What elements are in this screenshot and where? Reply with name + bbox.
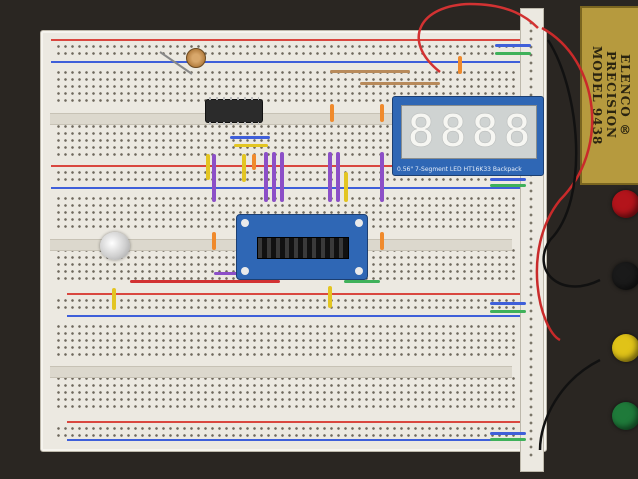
- jumper-yellow-1: [234, 144, 268, 147]
- jumper-blue-3: [490, 178, 526, 181]
- jumper-orange-6: [458, 56, 462, 74]
- jumper-yellow-3: [242, 154, 246, 182]
- led-bargraph: [257, 237, 349, 259]
- mount-hole-tr: [355, 219, 363, 227]
- jumper-purple-8: [214, 272, 240, 275]
- terminal-holes-6: [55, 375, 515, 411]
- power-rail-red-2: [51, 165, 521, 167]
- jumper-purple-4: [280, 152, 284, 202]
- jumper-green-4: [490, 310, 526, 313]
- jumper-blue-1: [495, 44, 531, 47]
- backpack-label: 0.56" 7-Segment LED HT16K33 Backpack: [397, 166, 522, 173]
- jumper-blue-5: [490, 432, 526, 435]
- bargraph-backpack: [236, 214, 368, 280]
- digit-2: 8: [439, 106, 467, 157]
- red-wire-side: [535, 26, 594, 342]
- dip-ic-chip: [206, 97, 262, 125]
- jumper-orange-5: [380, 232, 384, 250]
- power-rail-blue-top: [51, 61, 521, 63]
- plaque-brand: ELENCO ® PRECISION: [604, 51, 632, 140]
- black-wire-bottom: [538, 358, 601, 451]
- jumper-purple-2: [264, 152, 268, 202]
- jumper-green-3: [344, 280, 380, 283]
- jumper-purple-6: [336, 152, 340, 202]
- rail-holes-3: [55, 297, 515, 313]
- binding-post-red[interactable]: [612, 190, 638, 218]
- digit-4: 8: [503, 106, 531, 157]
- jumper-purple-3: [272, 152, 276, 202]
- digit-1: 8: [407, 106, 435, 157]
- mount-hole-tl: [241, 219, 249, 227]
- jumper-orange-4: [212, 232, 216, 250]
- power-rail-red-3: [67, 293, 521, 295]
- rail-holes-bottom: [55, 425, 515, 437]
- power-rail-red-bottom: [67, 421, 521, 423]
- resistor-lead: [159, 51, 193, 75]
- binding-post-yellow[interactable]: [612, 334, 638, 362]
- power-rail-blue-3: [67, 315, 521, 317]
- jumper-green-5: [490, 438, 526, 441]
- jumper-purple-5: [328, 152, 332, 202]
- jumper-blue-2: [230, 136, 270, 139]
- jumper-purple-1: [212, 154, 216, 202]
- white-led: [100, 232, 130, 260]
- mount-hole-bl: [241, 267, 249, 275]
- seven-segment-backpack: 8 8 8 8 0.56" 7-Segment LED HT16K33 Back…: [392, 96, 544, 176]
- side-strip-holes: [527, 19, 537, 459]
- red-wire-top: [417, 2, 539, 73]
- power-rail-blue-2: [51, 187, 521, 189]
- jumper-orange-3: [380, 104, 384, 122]
- plaque-model: MODEL 9438: [590, 45, 604, 146]
- jumper-tan-1: [330, 70, 410, 73]
- mount-hole-br: [355, 267, 363, 275]
- jumper-yellow-5: [112, 288, 116, 310]
- jumper-green-2: [490, 184, 526, 187]
- jumper-orange-1: [252, 154, 256, 170]
- digit-3: 8: [471, 106, 499, 157]
- jumper-green-1: [495, 52, 531, 55]
- jumper-tan-2: [360, 82, 440, 85]
- jumper-yellow-6: [328, 286, 332, 308]
- binding-post-black[interactable]: [612, 262, 638, 290]
- power-rail-red-top: [51, 39, 521, 41]
- binding-post-green[interactable]: [612, 402, 638, 430]
- jumper-red-long: [130, 280, 280, 283]
- photoresistor: [186, 48, 206, 68]
- center-trench-3: [50, 366, 512, 378]
- jumper-blue-4: [490, 302, 526, 305]
- rail-holes-top: [55, 43, 515, 59]
- terminal-holes-5: [55, 323, 515, 359]
- seven-segment-display: 8 8 8 8: [401, 105, 537, 159]
- jumper-yellow-2: [206, 154, 210, 180]
- power-rail-blue-bottom: [67, 439, 521, 441]
- jumper-orange-2: [330, 104, 334, 122]
- jumper-purple-7: [380, 152, 384, 202]
- black-wire-side: [542, 39, 601, 288]
- jumper-yellow-4: [344, 172, 348, 202]
